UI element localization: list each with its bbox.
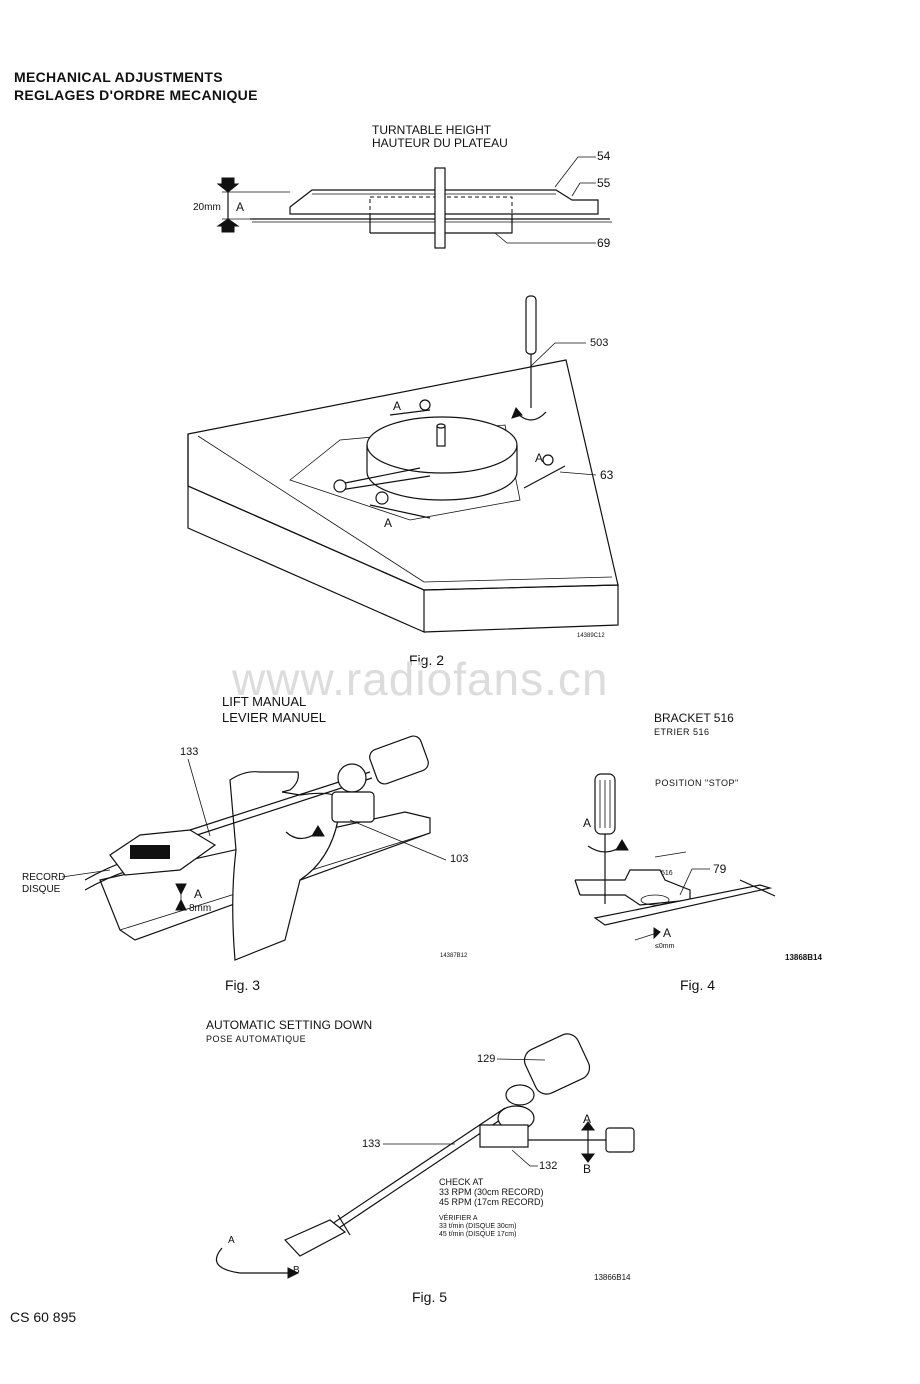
check-fr-line: 33 t/min (DISQUE 30cm) <box>439 1223 517 1230</box>
callout-516: 516 <box>661 870 673 877</box>
fig5-title-en: AUTOMATIC SETTING DOWN <box>206 1018 373 1032</box>
fig2-caption: Fig. 2 <box>409 652 445 668</box>
fig3-code: 14387B12 <box>440 953 468 959</box>
callout-503: 503 <box>590 337 609 349</box>
turntable-height-drawing <box>216 156 612 249</box>
fig5-caption: Fig. 5 <box>412 1289 448 1305</box>
fig5-point-b-right: B <box>583 1162 592 1176</box>
fig2-code: 14389C12 <box>577 633 605 639</box>
fig4-code: 13868B14 <box>785 953 822 962</box>
height-point-a: A <box>236 200 245 214</box>
fig5-check-en: CHECK AT 33 RPM (30cm RECORD) 45 RPM (17… <box>439 1177 544 1207</box>
callout-133-fig3: 133 <box>180 746 199 758</box>
fig2-drawing <box>187 295 619 633</box>
callout-54: 54 <box>597 149 611 163</box>
fig4-position: POSITION "STOP" <box>655 778 739 788</box>
document-number: CS 60 895 <box>10 1309 77 1325</box>
fig4-caption: Fig. 4 <box>680 977 716 993</box>
page-title-en: MECHANICAL ADJUSTMENTS <box>14 69 223 85</box>
fig5-check-fr: VÉRIFIER A 33 t/min (DISQUE 30cm) 45 t/m… <box>439 1215 516 1239</box>
fig3-point-a: A <box>194 887 203 901</box>
fig3-title-en: LIFT MANUAL <box>222 694 307 709</box>
fig3-dimension: 8mm <box>189 903 212 914</box>
fig4-dimension: ≤0mm <box>655 943 675 950</box>
fig5-point-a-left: A <box>228 1235 235 1246</box>
fig4-point-a-top: A <box>583 816 592 830</box>
check-en-line: CHECK AT <box>439 1177 484 1187</box>
height-title-fr: HAUTEUR DU PLATEAU <box>372 136 508 150</box>
fig4-point-a-gap: A <box>663 926 672 940</box>
callout-132: 132 <box>539 1160 558 1172</box>
record-label-en: RECORD <box>22 872 66 883</box>
callout-103: 103 <box>450 853 469 865</box>
height-title-en: TURNTABLE HEIGHT <box>372 123 492 137</box>
watermark: www.radiofans.cn <box>232 653 609 705</box>
height-dimension: 20mm <box>193 202 221 213</box>
fig2-point-a-2: A <box>535 451 544 465</box>
fig3-title-fr: LEVIER MANUEL <box>222 710 327 725</box>
fig5-point-b-left: B <box>293 1265 300 1276</box>
check-en-line: 45 RPM (17cm RECORD) <box>439 1197 544 1207</box>
check-en-line: 33 RPM (30cm RECORD) <box>439 1187 544 1197</box>
fig5-point-a-right: A <box>583 1112 592 1126</box>
fig5-drawing <box>215 1033 635 1279</box>
callout-63: 63 <box>600 468 614 482</box>
callout-129: 129 <box>477 1053 496 1065</box>
check-fr-line: VÉRIFIER A <box>439 1215 478 1222</box>
fig4-title-en: BRACKET 516 <box>654 711 734 725</box>
fig2-point-a-1: A <box>393 399 402 413</box>
page-title-fr: REGLAGES D'ORDRE MECANIQUE <box>14 87 258 103</box>
fig5-title-fr: POSE AUTOMATIQUE <box>206 1034 307 1044</box>
fig3-drawing <box>61 735 447 961</box>
callout-69: 69 <box>597 236 611 250</box>
check-fr-line: 45 t/min (DISQUE 17cm) <box>439 1231 517 1238</box>
callout-133-fig5: 133 <box>362 1138 381 1150</box>
record-label-fr: DISQUE <box>22 884 61 895</box>
fig5-code: 13866B14 <box>594 1273 631 1282</box>
callout-79: 79 <box>713 862 727 876</box>
fig4-drawing <box>574 773 776 941</box>
fig2-point-a-3: A <box>384 516 393 530</box>
fig4-title-fr: ETRIER 516 <box>654 727 710 737</box>
callout-55: 55 <box>597 176 611 190</box>
fig3-caption: Fig. 3 <box>225 977 261 993</box>
